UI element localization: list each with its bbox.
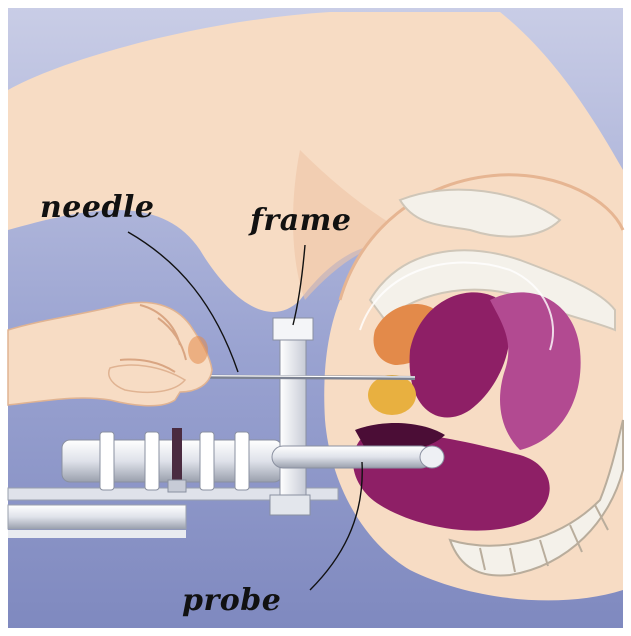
- frame-label: frame: [250, 203, 351, 238]
- fingertip-shadow: [188, 336, 208, 364]
- probe-shaft: [272, 446, 432, 468]
- frame-cap: [273, 318, 313, 340]
- stepper-support: [168, 480, 186, 492]
- needle-label: needle: [40, 190, 154, 225]
- probe-label: probe: [182, 583, 281, 618]
- probe-tip: [420, 446, 444, 468]
- base-rail: [8, 505, 186, 529]
- stepper-knob: [172, 428, 182, 488]
- prostate: [368, 375, 416, 415]
- frame-bar: [280, 318, 306, 508]
- frame-foot: [270, 495, 310, 515]
- base-lower: [8, 530, 186, 538]
